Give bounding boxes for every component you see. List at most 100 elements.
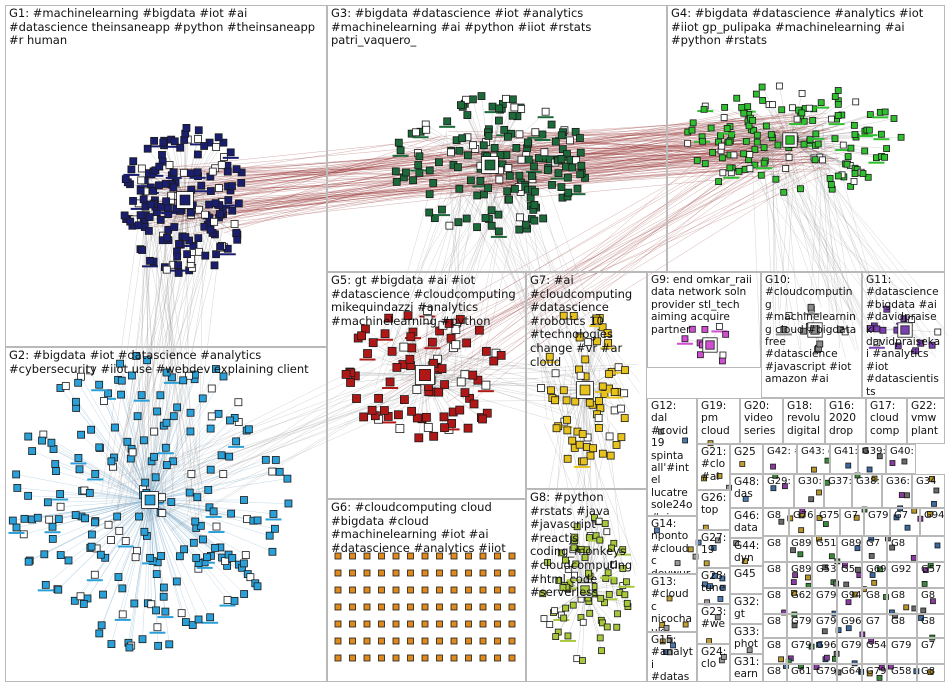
node-g2 [151, 473, 160, 482]
group-cell-g16: G16: 2020 drop [825, 398, 866, 444]
edge-intra [149, 431, 155, 501]
node-g3 [551, 137, 560, 146]
node-g8 [546, 621, 554, 628]
node-g6 [363, 654, 371, 662]
edge-inter [105, 383, 444, 490]
group-cell-small: G38: herr [852, 474, 882, 508]
node-g7 [606, 451, 615, 460]
node-label-strip [443, 428, 460, 431]
node-g4 [814, 140, 822, 148]
edge-inter [118, 229, 218, 503]
group-label-small: G79 [868, 510, 889, 521]
node-label-strip [711, 330, 728, 333]
node-g6 [334, 620, 342, 628]
group-cell-small: G8 [917, 664, 945, 682]
node-g8 [539, 590, 547, 598]
node-g6 [450, 552, 458, 560]
node-g4 [778, 106, 786, 114]
node-g2 [52, 467, 60, 475]
node-g2 [211, 543, 219, 552]
node-small-group [791, 622, 798, 629]
node-small-group [871, 579, 878, 586]
group-label-small: G43: day [801, 446, 829, 457]
node-g2 [209, 507, 218, 516]
hub-core-g10 [810, 325, 820, 335]
node-g6 [436, 586, 443, 594]
edge-inter [219, 180, 526, 204]
node-g2 [116, 359, 124, 368]
node-g3 [503, 187, 512, 196]
node-g1 [144, 227, 153, 235]
node-g2 [157, 552, 165, 560]
node-g6 [407, 603, 414, 611]
node-g8 [597, 594, 605, 602]
group-label-g14: G14: nponto #cloudc deywur [651, 518, 692, 574]
node-label-strip [775, 333, 792, 336]
group-cell-g31: G31: earn [730, 654, 763, 682]
node-g2 [283, 474, 292, 483]
node-g4 [809, 117, 817, 124]
edge-inter [476, 149, 794, 376]
edge-inter [471, 156, 766, 402]
node-g4 [772, 175, 780, 183]
node-g8 [623, 578, 630, 586]
group-label-small: G53 [816, 564, 837, 575]
node-small-group [816, 515, 823, 521]
edge-intra [78, 457, 151, 501]
node-small-group [720, 653, 727, 660]
edge-intra [789, 125, 855, 141]
node-g5 [395, 424, 405, 434]
node-g4 [760, 144, 768, 151]
group-cell-g9: G9: end omkar_raii data network soln pro… [647, 272, 761, 368]
edge-intra [75, 499, 151, 516]
group-cell-g1: G1: #machinelearning #bigdata #iot #ai #… [5, 5, 327, 347]
edge-intra [724, 107, 791, 141]
node-g5 [429, 431, 439, 441]
node-g8 [551, 607, 558, 615]
node-g3 [564, 188, 573, 197]
edge-inter [152, 146, 762, 213]
node-g7 [605, 432, 614, 441]
edge-inter [378, 113, 802, 403]
node-g4 [798, 90, 806, 97]
node-g4 [850, 121, 858, 129]
node-small-group [659, 622, 666, 628]
node-g3 [453, 163, 462, 172]
node-g3 [503, 132, 512, 141]
edge-inter [464, 199, 562, 398]
node-g6 [392, 603, 400, 611]
node-g8 [599, 619, 606, 627]
node-g3 [457, 101, 465, 110]
node-g1 [167, 191, 176, 200]
node-g5 [384, 313, 394, 323]
hub-core-g5 [418, 368, 431, 381]
edge-inter [430, 383, 552, 420]
node-g1 [181, 233, 190, 241]
node-g2 [162, 461, 171, 469]
node-g7 [563, 454, 572, 463]
node-g4 [847, 182, 855, 190]
node-g6 [508, 654, 516, 662]
node-label-strip [610, 371, 627, 374]
edge-inter [459, 136, 640, 394]
node-label-strip [265, 518, 282, 521]
node-label-strip [868, 346, 885, 349]
group-label-small: G8 [767, 640, 782, 651]
edge-inter [171, 169, 444, 205]
node-g2 [153, 623, 162, 632]
node-g2 [240, 590, 249, 598]
node-g1 [146, 200, 155, 209]
node-small-group [822, 564, 829, 571]
node-g4 [834, 112, 842, 119]
node-g2 [150, 452, 158, 461]
node-g3 [557, 131, 566, 140]
node-g5 [478, 414, 487, 424]
node-g2 [135, 512, 143, 521]
edge-intra [789, 139, 846, 165]
node-g3 [576, 134, 584, 142]
group-cell-small: G8 [763, 614, 787, 638]
node-g6 [392, 654, 400, 662]
node-g2 [253, 516, 262, 525]
group-label-small: G96 [841, 616, 862, 627]
